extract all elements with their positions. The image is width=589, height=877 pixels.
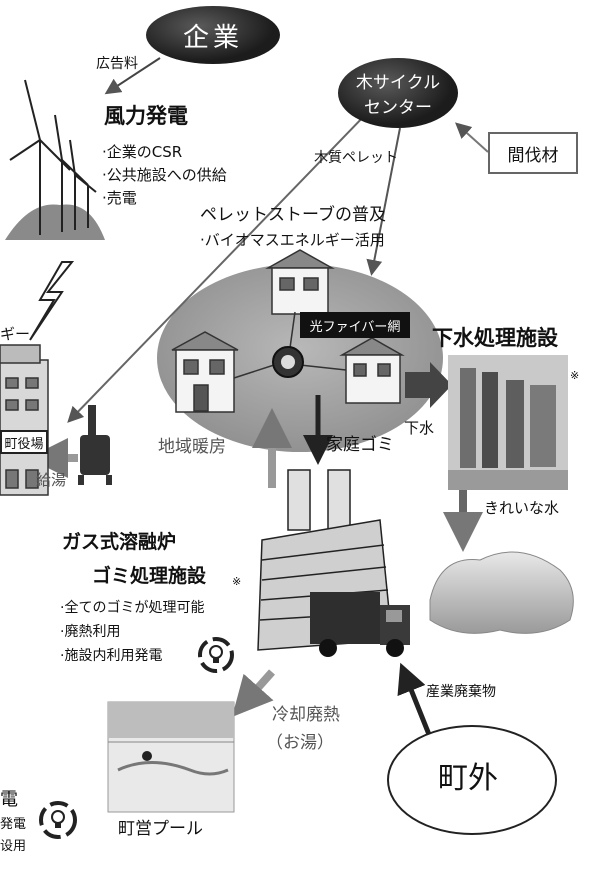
- melter-bullet: ·廃熱利用: [60, 624, 121, 640]
- industrial-waste-label: 産業廃棄物: [426, 684, 496, 700]
- bottom-left-line1: 電: [0, 789, 18, 810]
- melter-note: ※: [232, 575, 242, 588]
- wind-turbines-illustration: [9, 79, 97, 235]
- sewage-inflow-label: 下水: [404, 419, 435, 437]
- wind-bullet: ·売電: [102, 189, 137, 207]
- district-heating-label: 地域暖房: [158, 437, 226, 457]
- wind-power-title: 風力発電: [104, 104, 188, 128]
- energy-fragment: ギー: [0, 325, 31, 343]
- town-office-building: [0, 344, 49, 496]
- house-left: [171, 331, 239, 413]
- clean-water-image: [429, 551, 574, 634]
- pellet-stove-title: ペレットストーブの普及: [200, 205, 386, 225]
- wood-cycle-center-node: 木サイクル センター: [338, 58, 458, 128]
- wind-bullet: ·公共施設への供給: [102, 166, 227, 184]
- thinning-label: 間伐材: [507, 145, 559, 166]
- melter-bullet: ·全てのゴミが処理可能: [60, 600, 205, 616]
- outside-town-ellipse: [387, 725, 557, 835]
- sewage-plant-title: 下水処理施設: [432, 326, 558, 350]
- cooling-heat-label: 冷却廃熱: [272, 705, 340, 725]
- town-office-label: 町役場: [4, 436, 44, 452]
- ad-fee-label: 広告料: [96, 56, 138, 72]
- garbage-truck-illustration: [310, 592, 410, 657]
- household-waste-label: 家庭ゴミ: [326, 435, 394, 455]
- company-node: 企業: [146, 6, 280, 64]
- fiber-label: 光ファイバー網: [309, 319, 401, 335]
- melter-bullet: ·施設内利用発電: [60, 648, 163, 664]
- pellet-bullet: ·バイオマスエネルギー活用: [200, 231, 385, 249]
- thinning-wood-box: 間伐材: [488, 132, 578, 174]
- arrow-to-sewage: [405, 362, 452, 408]
- town-office-sign: 町役場: [0, 430, 48, 454]
- waste-facility-title: ゴミ処理施設: [92, 565, 207, 587]
- hot-water-label: 給湯: [36, 471, 67, 489]
- wind-bullet: ·企業のCSR: [102, 143, 183, 161]
- recycle-bulb-icon: [198, 637, 234, 673]
- bottom-left-line3: 设用: [0, 839, 27, 854]
- town-pool-label: 町営プール: [118, 819, 203, 839]
- outside-town-label: 町外: [438, 761, 498, 796]
- lightning-icon: [29, 261, 75, 341]
- recycle-bulb-icon-bottom: [39, 801, 77, 839]
- bottom-left-line2: 発電: [0, 817, 27, 832]
- network-hub-icon: [233, 311, 347, 379]
- wood-center-line1: 木サイクル: [355, 73, 441, 93]
- fiber-network-label-box: 光ファイバー網: [300, 312, 410, 338]
- wood-pellet-label: 木質ペレット: [314, 150, 398, 166]
- gas-melter-title: ガス式溶融炉: [62, 531, 177, 553]
- clean-water-label: きれいな水: [484, 499, 560, 517]
- house-right: [339, 337, 405, 404]
- company-label: 企業: [182, 22, 243, 53]
- hill: [5, 204, 105, 240]
- pellet-stove-illustration: [78, 405, 112, 485]
- cooling-hot-water-label: （お湯）: [266, 733, 334, 753]
- pool-image: [107, 701, 235, 813]
- sewage-plant-image: [448, 355, 568, 490]
- sewage-note: ※: [570, 369, 580, 382]
- house-top: [265, 249, 335, 315]
- wood-center-line2: センター: [364, 98, 432, 118]
